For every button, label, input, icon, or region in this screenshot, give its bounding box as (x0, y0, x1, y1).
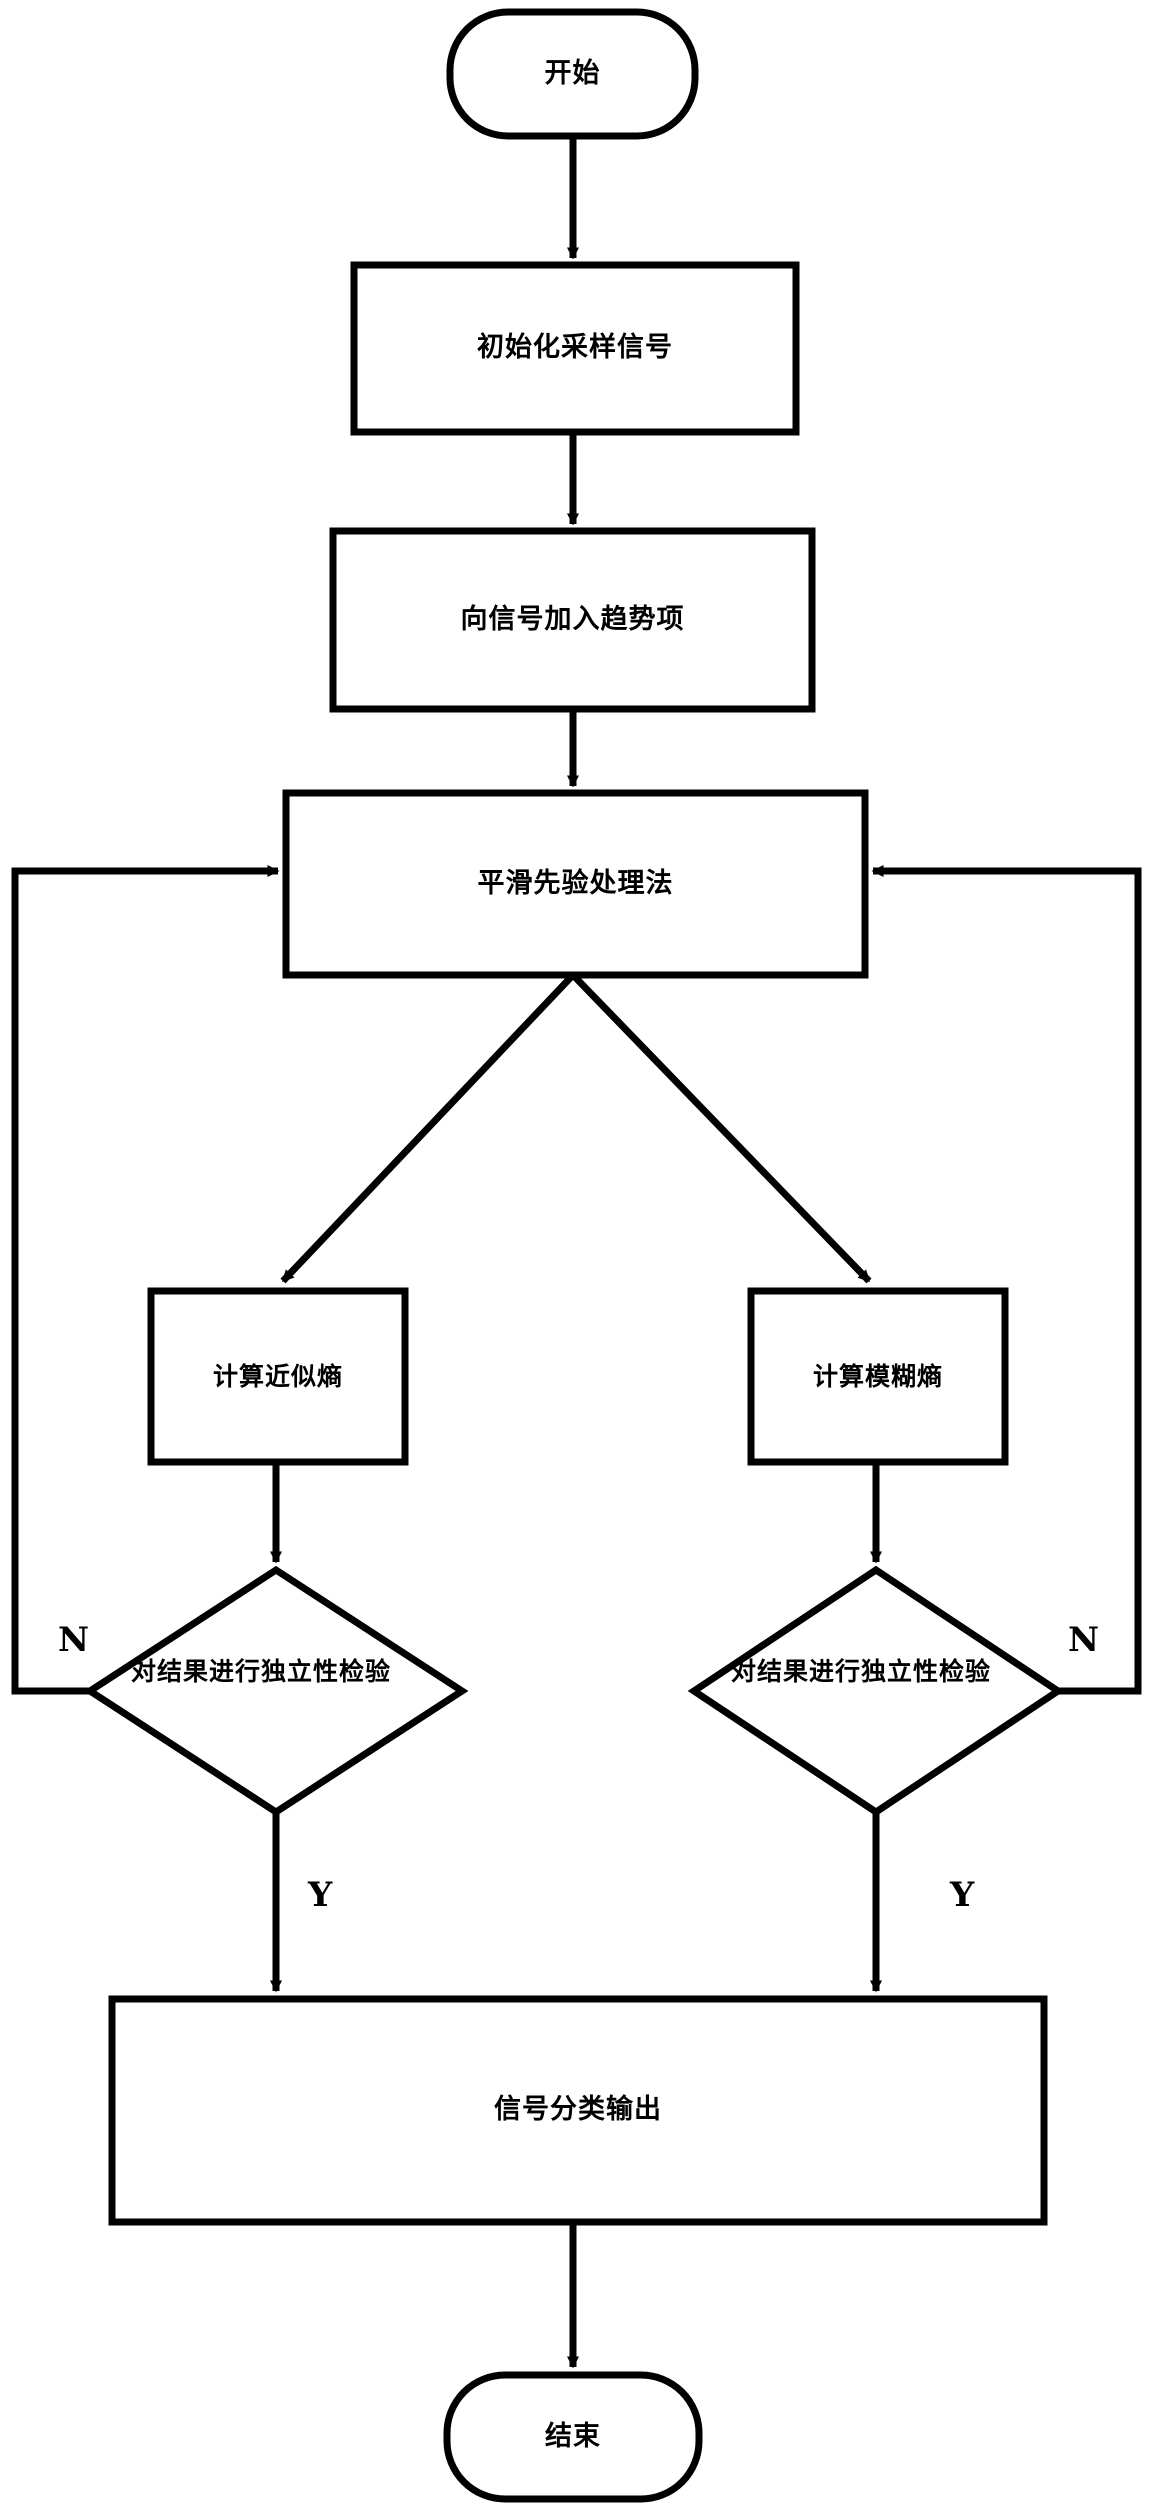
edge-smooth-prior-to-apen (280, 972, 576, 1284)
node-test-right-shape (687, 1565, 1065, 1817)
node-fuzzyen-shape (747, 1287, 1009, 1466)
node-init-shape (350, 261, 800, 436)
node-start-shape (446, 8, 699, 140)
edge-test-right-no-to-smooth-prior (871, 865, 1142, 1695)
node-apen-shape (147, 1287, 409, 1466)
edge-smooth-prior-to-fuzzyen (570, 972, 872, 1284)
edge-test-left-no-to-smooth-prior (11, 865, 280, 1695)
node-classify-shape (108, 1995, 1048, 2226)
node-smooth-prior-shape (282, 789, 869, 979)
node-test-left-shape (83, 1565, 469, 1817)
node-add-trend-shape (329, 527, 816, 713)
node-end-shape (443, 2371, 703, 2503)
